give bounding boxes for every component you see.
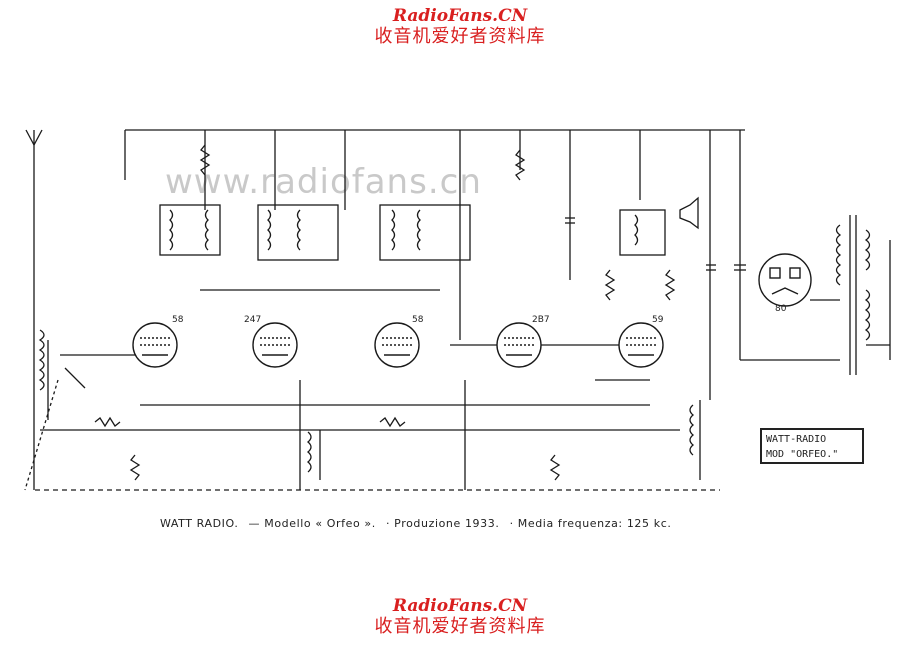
tube-58-rf: [132, 322, 178, 368]
tube-58-if: [374, 322, 420, 368]
site-name[interactable]: RadioFans.CN: [392, 6, 528, 26]
tube-247-converter: [252, 322, 298, 368]
tube-label: 58: [172, 315, 184, 325]
tube-2b7-detector: [496, 322, 542, 368]
watermark: www.radiofans.cn: [165, 162, 482, 202]
tube-80-rectifier: [758, 253, 812, 307]
power-transformer: [740, 215, 891, 375]
tube-label: 2B7: [532, 315, 550, 325]
tube-labels: 58 247 58 2B7 59 80: [172, 304, 787, 325]
model-stamp: WATT-RADIO MOD "ORFEO.": [760, 428, 864, 464]
antenna-symbol: [25, 129, 43, 300]
site-subtitle: 收音机爱好者资料库: [374, 616, 546, 637]
caption-production: · Produzione 1933.: [385, 517, 500, 530]
caption-model: — Modello « Orfeo ».: [248, 517, 376, 530]
tube-label: 59: [652, 315, 664, 325]
if-transformer-1: [159, 204, 221, 256]
schematic-caption: WATT RADIO. — Modello « Orfeo ». · Produ…: [160, 517, 677, 530]
tube-label: 247: [244, 315, 261, 325]
tube-59-output: [618, 322, 664, 368]
site-name[interactable]: RadioFans.CN: [392, 596, 528, 616]
tube-label: 80: [775, 304, 787, 314]
stamp-line-1: WATT-RADIO: [766, 434, 827, 445]
caption-if-frequency: · Media frequenza: 125 kc.: [509, 517, 672, 530]
stamp-line-2: MOD "ORFEO.": [766, 449, 839, 460]
if-transformer-3: [379, 204, 471, 261]
brand-header: RadioFans.CN 收音机爱好者资料库: [0, 6, 920, 48]
brand-footer: RadioFans.CN 收音机爱好者资料库: [0, 596, 920, 638]
site-subtitle: 收音机爱好者资料库: [374, 26, 546, 47]
caption-maker: WATT RADIO.: [160, 517, 239, 530]
if-transformer-2: [257, 204, 339, 261]
tube-label: 58: [412, 315, 424, 325]
